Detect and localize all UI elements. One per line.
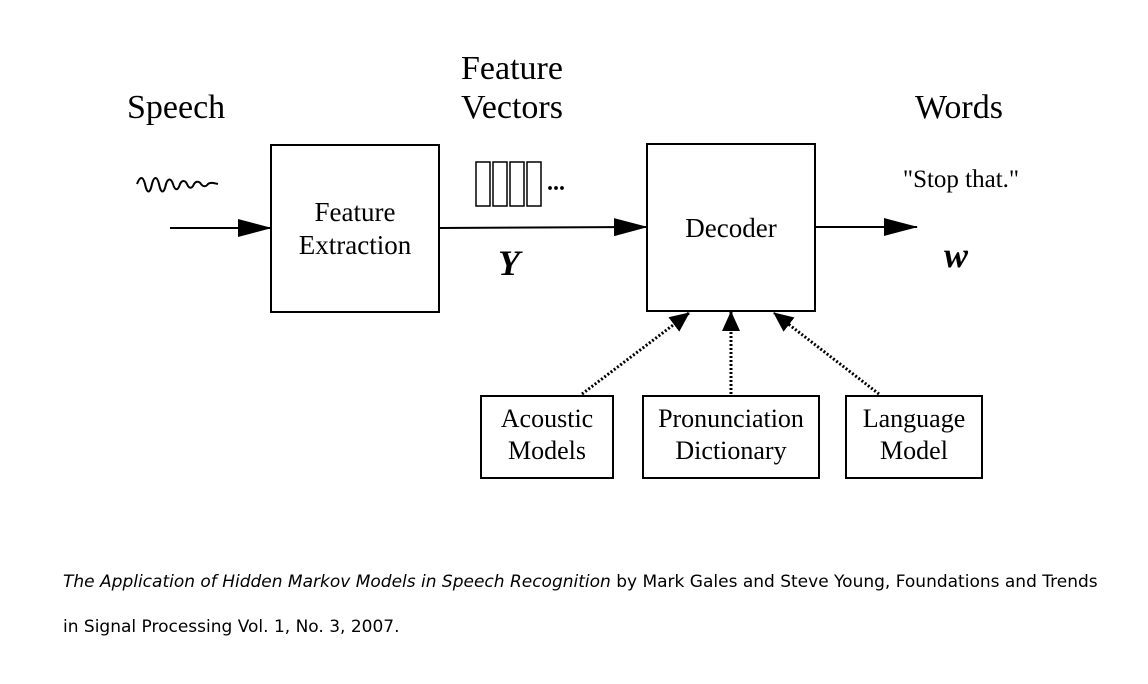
words-label: Words [915, 89, 1003, 126]
feature-vector-frame [475, 161, 491, 207]
acoustic-to-decoder-arrow [581, 311, 690, 396]
speech-waveform [136, 177, 219, 193]
feature-vector-symbol-y: Y [498, 243, 523, 283]
pronunciation-dictionary-label-line1: Pronunciation [658, 404, 804, 433]
feature-extraction-label-line2: Extraction [299, 230, 412, 260]
pronunciation-dictionary-label-line2: Dictionary [675, 436, 786, 465]
citation-details: by Mark Gales and Steve Young, Foundatio… [63, 572, 1098, 637]
citation-caption: The Application of Hidden Markov Models … [63, 560, 1103, 650]
word-symbol-w: w [944, 235, 969, 275]
acoustic-models-label-line2: Models [508, 436, 586, 465]
decoder-label: Decoder [685, 213, 776, 243]
speech-label: Speech [127, 89, 225, 126]
decoder-box [646, 143, 816, 312]
feature-vectors-label-line1: Feature [461, 50, 563, 87]
feature-vector-frame [509, 161, 525, 207]
language-model-label-line1: Language [863, 404, 966, 433]
output-quote: "Stop that." [903, 166, 1019, 193]
feature-vector-frame [492, 161, 508, 207]
pronunciation-dictionary-box [642, 395, 820, 479]
language-to-decoder-arrow [773, 311, 880, 396]
acoustic-models-box [480, 395, 614, 479]
feature-vectors-label-line2: Vectors [461, 89, 563, 126]
feature-extraction-box [270, 144, 440, 313]
feature-extraction-label-line1: Feature [315, 197, 396, 227]
language-model-label-line2: Model [880, 436, 948, 465]
feature-vector-ellipsis: ... [547, 170, 565, 196]
acoustic-models-label-line1: Acoustic [501, 404, 593, 433]
language-model-box [845, 395, 983, 479]
feature-vector-frames [475, 161, 542, 207]
feature-vector-frame [526, 161, 542, 207]
feature-to-decoder-arrow [438, 218, 648, 237]
citation-title: The Application of Hidden Markov Models … [63, 572, 611, 592]
